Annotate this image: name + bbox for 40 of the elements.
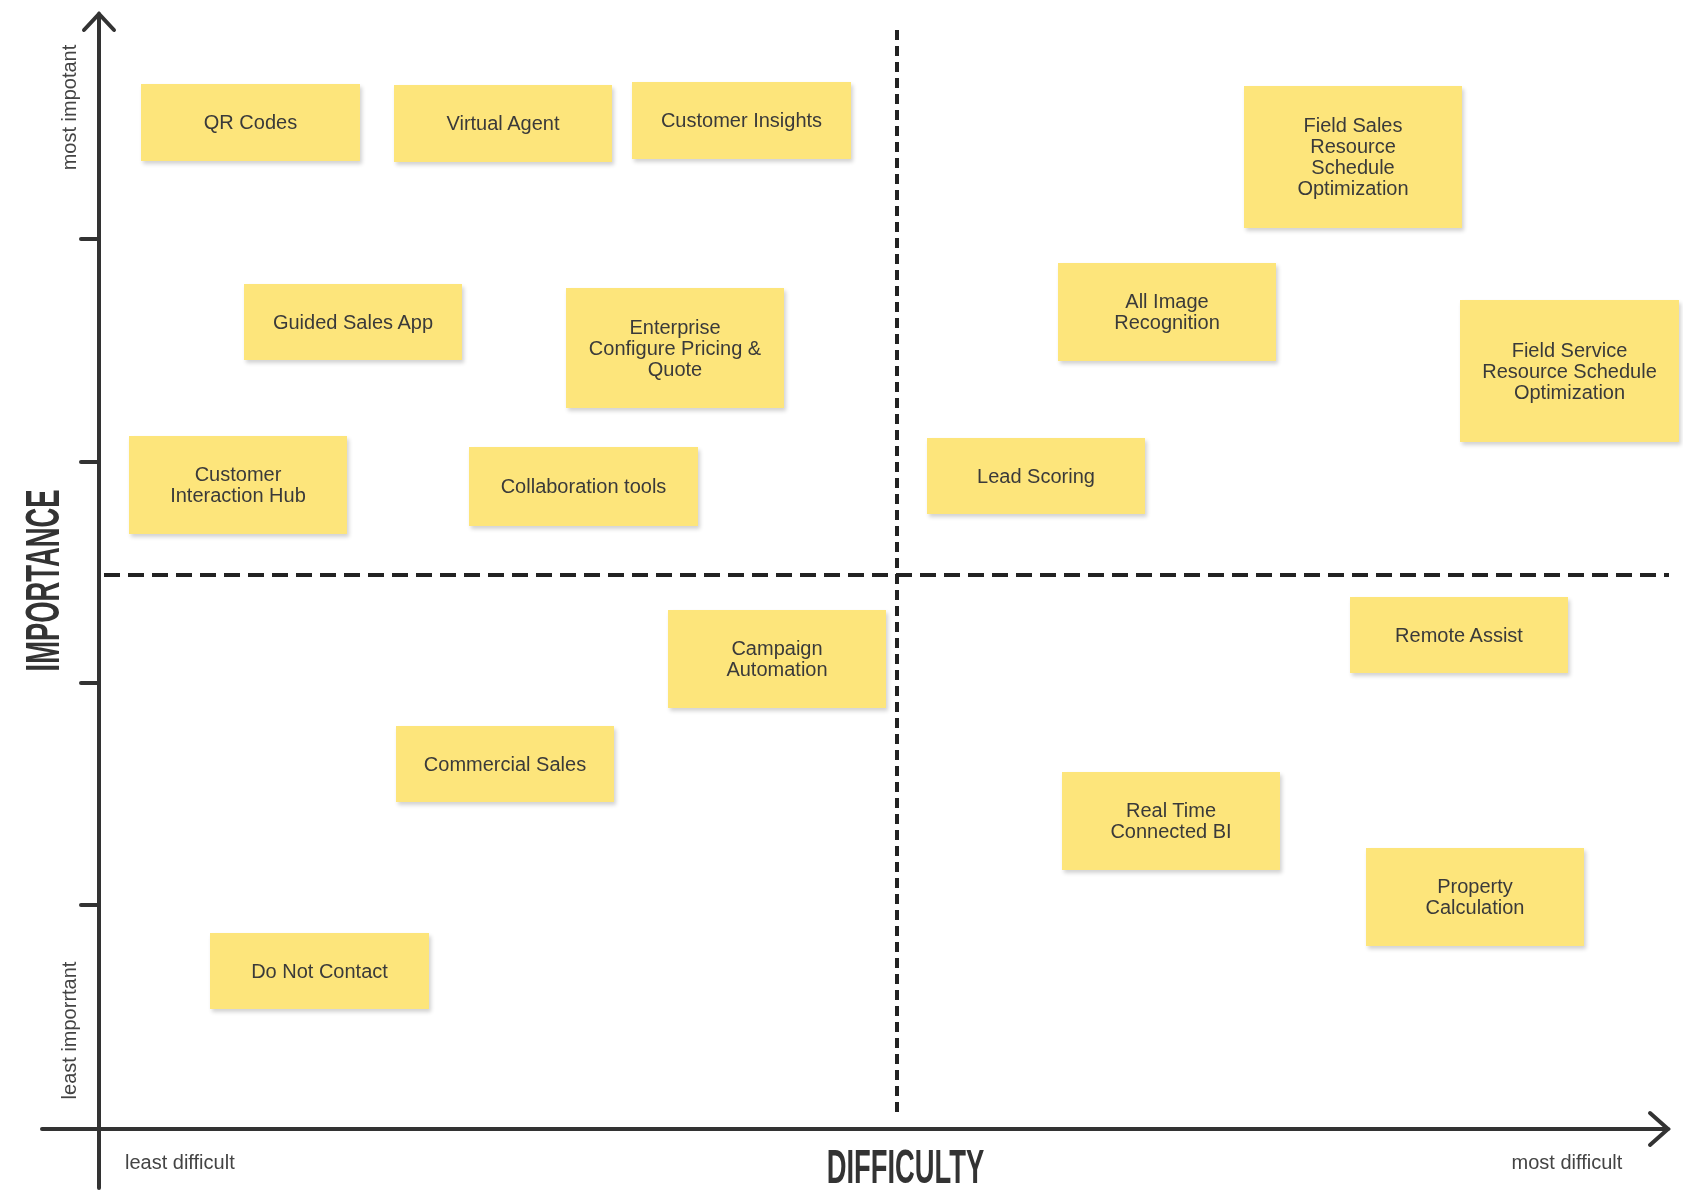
note-text: Enterprise Configure Pricing & Quote (588, 316, 762, 380)
sticky-note (1366, 848, 1584, 946)
axis-end-label: least difficult (125, 1150, 235, 1174)
sticky-note (632, 82, 851, 159)
sticky-note (927, 438, 1145, 514)
note-text: All Image Recognition (1113, 291, 1221, 333)
note-text: Guided Sales App (272, 311, 434, 333)
sticky-note (210, 933, 429, 1009)
sticky-note (469, 447, 698, 526)
sticky-note (566, 288, 784, 408)
note-text: Commercial Sales (423, 753, 587, 775)
sticky-note (1058, 263, 1276, 361)
axis-title: IMPORTANCE (15, 489, 70, 671)
sticky-note (1460, 300, 1679, 442)
note-text: Property Calculation (1424, 876, 1526, 918)
note-text: Do Not Contact (251, 960, 388, 982)
axis-title: DIFFICULTY (826, 1140, 984, 1192)
sticky-note (668, 610, 886, 708)
sticky-note (129, 436, 347, 534)
axis-end-label: most impotant (58, 44, 82, 170)
note-text: Field Service Resource Schedule Optimization (1482, 339, 1657, 403)
sticky-note (1350, 597, 1568, 673)
note-text: Customer Interaction Hub (169, 464, 307, 506)
note-text: Real Time Connected BI (1109, 800, 1233, 842)
note-text: Virtual Agent (446, 113, 560, 134)
axis-end-label: least imporrtant (58, 961, 82, 1099)
sticky-note (1244, 86, 1462, 228)
note-text: Field Sales Resource Schedule Optimization (1296, 115, 1410, 199)
sticky-note (244, 284, 462, 360)
note-text: Collaboration tools (500, 476, 667, 497)
sticky-note (394, 85, 612, 162)
note-text: Customer Insights (660, 110, 823, 131)
sticky-note (396, 726, 614, 802)
note-text: Lead Scoring (977, 465, 1095, 487)
sticky-note (1062, 772, 1280, 870)
note-text: Campaign Automation (725, 638, 829, 680)
note-text: QR Codes (203, 112, 298, 133)
axis-end-label: most difficult (1511, 1150, 1623, 1174)
sticky-note (141, 84, 360, 161)
note-text: Remote Assist (1395, 624, 1523, 646)
